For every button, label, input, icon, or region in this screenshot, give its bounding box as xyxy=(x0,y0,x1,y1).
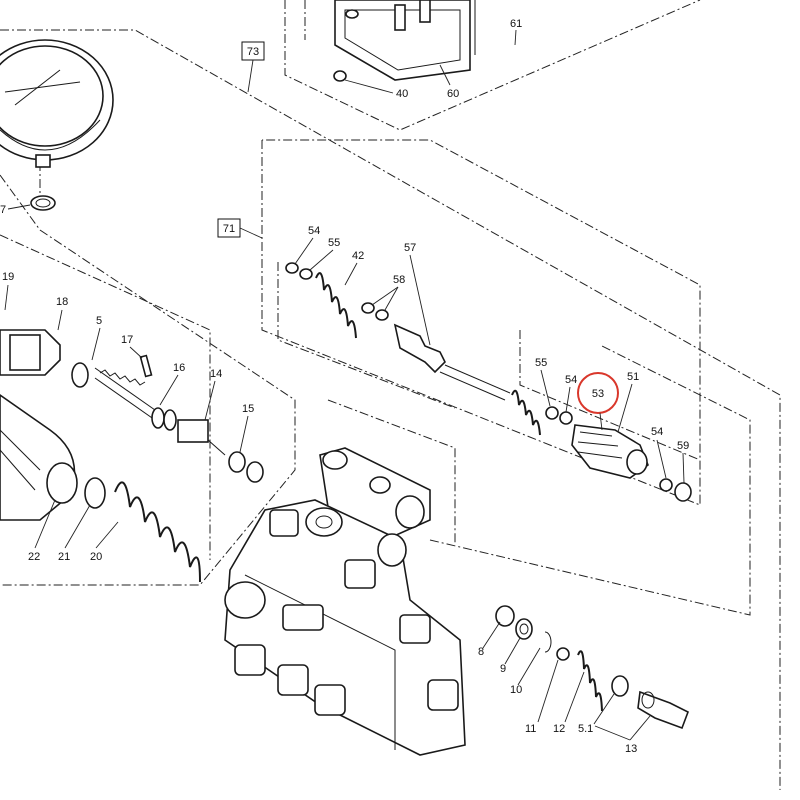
part-label-15: 15 xyxy=(242,403,254,415)
part-label-61: 61 xyxy=(510,18,522,30)
part-label-53: 53 xyxy=(592,388,604,400)
part-label-55a: 55 xyxy=(328,237,340,249)
assembly-label-71-text: 71 xyxy=(223,223,235,235)
part-label-54a: 54 xyxy=(308,225,320,237)
part-label-9: 9 xyxy=(500,663,506,675)
part-label-8: 8 xyxy=(478,646,484,658)
bottom-right-parts[interactable] xyxy=(495,605,690,730)
part-label-42: 42 xyxy=(352,250,364,262)
valve-assembly-71[interactable] xyxy=(285,262,692,502)
part-label-54c: 54 xyxy=(651,426,663,438)
pressure-gauge[interactable] xyxy=(0,39,114,211)
part-label-14: 14 xyxy=(210,368,222,380)
part-label-21: 21 xyxy=(58,551,70,563)
assembly-label-73[interactable]: 73 xyxy=(241,41,265,93)
part-label-10: 10 xyxy=(510,684,522,696)
part-label-5: 5 xyxy=(96,315,102,327)
part-label-5-1: 5.1 xyxy=(578,723,593,735)
main-valve-body[interactable] xyxy=(224,447,466,756)
assembly-label-71[interactable]: 71 xyxy=(217,218,263,239)
part-label-18: 18 xyxy=(56,296,68,308)
part-label-19: 19 xyxy=(2,271,14,283)
part-label-13: 13 xyxy=(625,743,637,755)
assembly-label-73-text: 73 xyxy=(247,46,259,58)
highlighted-part-53[interactable]: 53 xyxy=(577,372,619,431)
part-label-54b: 54 xyxy=(565,374,577,386)
part-label-7: 7 xyxy=(0,204,6,216)
left-cylinder[interactable] xyxy=(0,394,201,583)
part-label-22: 22 xyxy=(28,551,40,563)
part-label-40: 40 xyxy=(396,88,408,100)
part-label-12: 12 xyxy=(553,723,565,735)
group-boundaries xyxy=(0,0,781,790)
part-label-51: 51 xyxy=(627,371,639,383)
part-label-20: 20 xyxy=(90,551,102,563)
part-label-58: 58 xyxy=(393,274,405,286)
part-label-17: 17 xyxy=(121,334,133,346)
control-unit[interactable] xyxy=(333,0,476,82)
part-label-60: 60 xyxy=(447,88,459,100)
part-label-55b: 55 xyxy=(535,357,547,369)
part-label-16: 16 xyxy=(173,362,185,374)
part-label-59: 59 xyxy=(677,440,689,452)
part-label-57: 57 xyxy=(404,242,416,254)
left-valve-assembly[interactable] xyxy=(0,329,264,483)
part-label-11: 11 xyxy=(525,723,536,735)
